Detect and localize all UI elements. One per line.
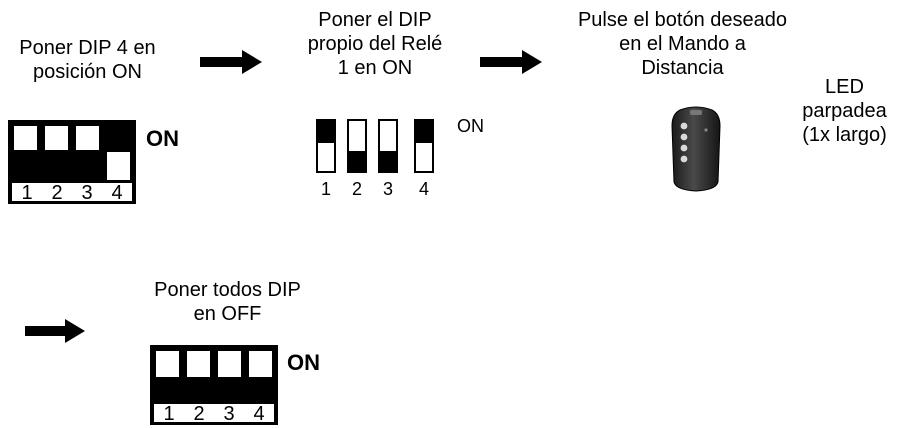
dip-number: 2: [193, 403, 205, 425]
led-text: LED parpadea (1x largo): [802, 76, 887, 146]
step1-text: Poner DIP 4 en posición ON: [19, 37, 156, 83]
dip-switch-1: 1 2 3 4: [8, 120, 136, 204]
step4-text: Poner todos DIP en OFF: [154, 279, 301, 325]
dip-switch-3: 1 2 3 4: [150, 345, 278, 425]
dip-number: 3: [382, 179, 393, 199]
dip-number: 1: [163, 403, 175, 425]
step3-text: Pulse el botón deseado en el Mando a Dis…: [577, 9, 788, 79]
dip-number: 3: [81, 182, 93, 204]
right-arrow-icon: [200, 50, 262, 74]
dip-switch-2-toggle-3[interactable]: [378, 119, 398, 173]
dip-switch-3-toggle-2[interactable]: [185, 349, 212, 403]
dip-switch-2-toggle-4[interactable]: [414, 119, 434, 173]
dip-switch-3-numbers: 1 2 3 4: [154, 403, 274, 425]
dip-number: 4: [111, 182, 123, 204]
dip-switch-1-toggle-3[interactable]: [74, 124, 101, 182]
dip-switch-2-toggle-1[interactable]: [316, 119, 336, 173]
right-arrow-icon: [480, 50, 542, 74]
dip-number: 2: [351, 179, 362, 199]
dip-switch-2-on-label: ON: [457, 116, 484, 136]
dip-number: 1: [320, 179, 331, 199]
dip-switch-3-on-label: ON: [287, 350, 320, 375]
dip-number: 4: [418, 179, 429, 199]
dip-switch-1-toggle-4[interactable]: [105, 124, 132, 182]
dip-switch-3-toggle-4[interactable]: [247, 349, 274, 403]
dip-switch-1-numbers: 1 2 3 4: [12, 182, 132, 204]
dip-switch-2: 1 2 3 4: [300, 105, 450, 205]
dip-switch-1-toggle-1[interactable]: [12, 124, 39, 182]
dip-number: 2: [51, 182, 63, 204]
dip-number: 1: [21, 182, 33, 204]
step2-text: Poner el DIP propio del Relé 1 en ON: [307, 9, 443, 79]
right-arrow-icon: [25, 319, 85, 343]
dip-switch-2-toggle-2[interactable]: [347, 119, 367, 173]
dip-switch-1-on-label: ON: [146, 126, 179, 151]
dip-number: 3: [223, 403, 235, 425]
remote-control-icon: [671, 106, 721, 192]
dip-switch-1-toggle-2[interactable]: [43, 124, 70, 182]
dip-switch-3-toggle-1[interactable]: [154, 349, 181, 403]
dip-number: 4: [253, 403, 265, 425]
dip-switch-3-toggle-3[interactable]: [216, 349, 243, 403]
